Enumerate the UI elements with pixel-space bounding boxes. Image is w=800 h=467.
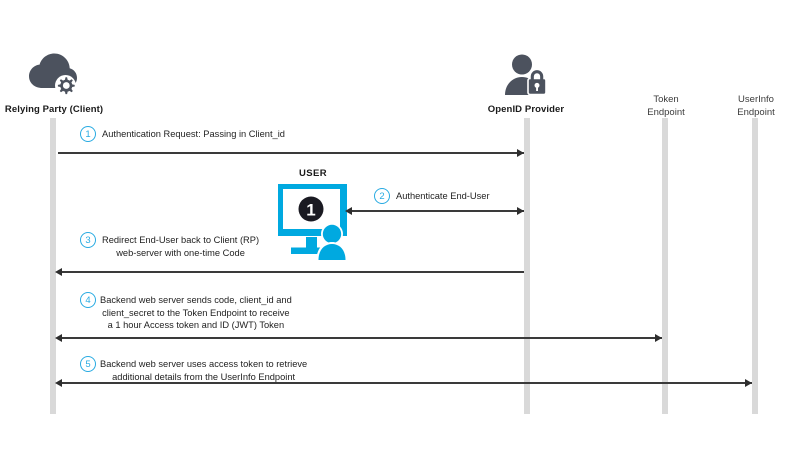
step-text-1: Authentication Request: Passing in Clien…	[102, 129, 285, 139]
step-text-4: Backend web server sends code, client_id…	[100, 295, 292, 331]
step-arrow-1-head	[517, 148, 524, 157]
step-arrow-5	[60, 382, 752, 384]
step-number-1: 1	[80, 126, 96, 142]
actor-label-relying-party: Relying Party (Client)	[4, 104, 104, 115]
person-lock-icon	[503, 54, 549, 101]
step-arrow-5-head-right	[745, 378, 752, 387]
step-arrow-2-head-right	[517, 206, 524, 215]
token-endpoint-line1: Token	[653, 94, 679, 105]
step-number-3: 3	[80, 232, 96, 248]
step-arrow-2	[352, 210, 524, 212]
step-arrow-5-head-left	[55, 378, 62, 387]
step-number-4: 4	[80, 292, 96, 308]
step-number-5: 5	[80, 356, 96, 372]
step-number-2: 2	[374, 188, 390, 204]
token-endpoint-line2: Endpoint	[647, 107, 685, 118]
step-arrow-3	[60, 271, 524, 273]
actor-label-token-endpoint: Token Endpoint	[616, 93, 716, 119]
step-arrow-1	[58, 152, 524, 154]
step-text-3: Redirect End-User back to Client (RP) we…	[102, 235, 260, 258]
step-arrow-4-head-right	[655, 333, 662, 342]
cloud-gear-icon	[28, 52, 78, 101]
lifeline-relying-party	[50, 118, 56, 414]
svg-text:1: 1	[306, 201, 315, 220]
userinfo-endpoint-line2: Endpoint	[737, 107, 775, 118]
lifeline-token-endpoint	[662, 118, 668, 414]
step-arrow-2-head-left	[345, 206, 352, 215]
lifeline-userinfo-endpoint	[752, 118, 758, 414]
step-arrow-4	[60, 337, 662, 339]
step-text-2: Authenticate End-User	[396, 191, 490, 201]
user-block-title: USER	[299, 168, 327, 179]
actor-label-openid-provider: OpenID Provider	[487, 104, 565, 115]
step-arrow-3-head	[55, 267, 62, 276]
lifeline-openid-provider	[524, 118, 530, 414]
step-text-5: Backend web server uses access token to …	[100, 359, 308, 382]
actor-label-userinfo-endpoint: UserInfo Endpoint	[706, 93, 800, 119]
monitor-user-icon: 1	[276, 182, 350, 265]
userinfo-endpoint-line1: UserInfo	[738, 94, 774, 105]
step-arrow-4-head-left	[55, 333, 62, 342]
